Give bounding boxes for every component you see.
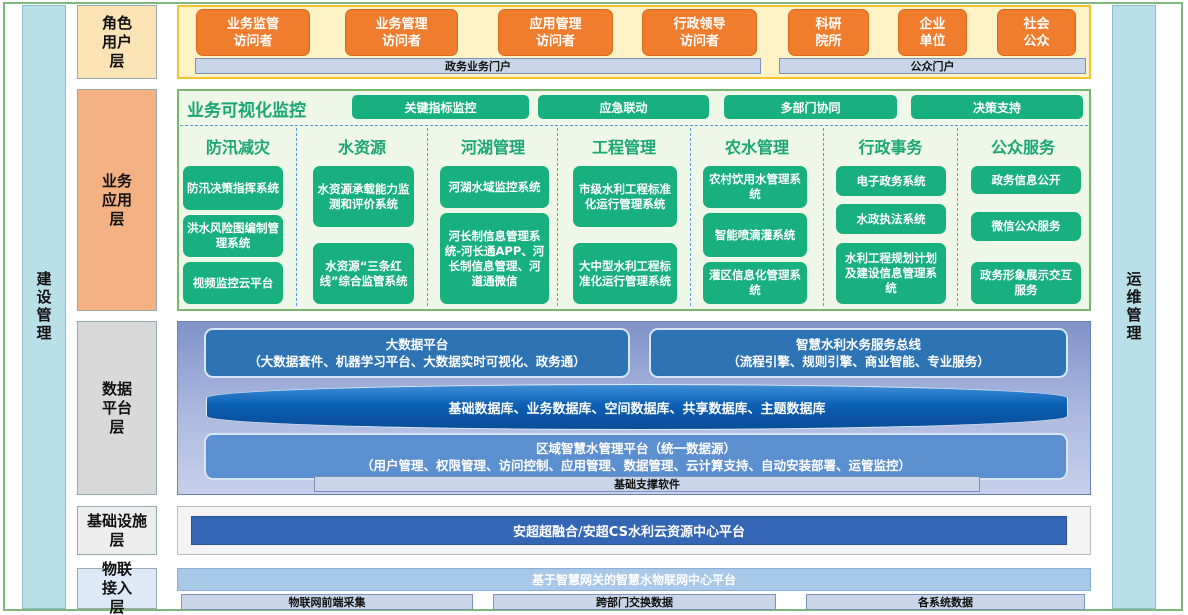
role-business-supervision: 业务监管访问者 — [196, 9, 310, 56]
iot-source-systems: 各系统数据 — [806, 594, 1085, 610]
role-public: 社会公众 — [997, 9, 1076, 56]
system-river-chief: 河长制信息管理系统-河长通APP、河长制信息管理、河道通微信 — [440, 213, 549, 304]
column-title-engineering: 工程管理 — [591, 138, 656, 157]
tab-key-indicators: 关键指标监控 — [352, 95, 529, 119]
service-wechat-public: 微信公众服务 — [971, 212, 1081, 241]
visual-monitoring-title: 业务可视化监控 — [187, 100, 306, 121]
public-portal: 公众门户 — [779, 58, 1086, 74]
system-smart-irrigation: 智能喷滴灌系统 — [703, 213, 807, 257]
system-rural-drinking-water: 农村饮用水管理系统 — [703, 166, 807, 208]
column-title-administration: 行政事务 — [858, 138, 923, 157]
service-bus: 智慧水利水务服务总线 （流程引擎、规则引擎、商业智能、专业服务） — [649, 328, 1068, 378]
column-separator — [296, 128, 297, 306]
operations-management-label: 运维管理 — [1124, 271, 1143, 343]
basic-support-software: 基础支撑软件 — [314, 476, 980, 492]
infra-layer-label: 基础设施层 — [77, 506, 157, 555]
column-title-flood: 防汛减灾 — [205, 138, 270, 157]
column-separator — [690, 128, 691, 306]
government-portal: 政务业务门户 — [195, 58, 761, 74]
role-layer-label: 角色用户层 — [77, 5, 157, 79]
column-separator — [957, 128, 958, 306]
operations-management-bar: 运维管理 — [1112, 5, 1156, 609]
monitor-divider — [180, 125, 1088, 126]
construction-management-label: 建设管理 — [34, 271, 53, 343]
service-image-display: 政务形象展示交互服务 — [971, 262, 1081, 304]
construction-management-bar: 建设管理 — [22, 5, 66, 609]
column-separator — [557, 128, 558, 306]
system-three-red-lines: 水资源“三条红线”综合监管系统 — [313, 243, 414, 304]
iot-source-frontend: 物联网前端采集 — [181, 594, 473, 610]
column-separator — [823, 128, 824, 306]
role-application-management: 应用管理访问者 — [498, 9, 613, 56]
system-engineering-planning: 水利工程规划计划及建设信息管理系统 — [836, 243, 946, 304]
iot-source-cross-department: 跨部门交换数据 — [493, 594, 776, 610]
system-irrigation-district: 灌区信息化管理系统 — [703, 262, 807, 304]
iot-layer-label: 物联接入层 — [77, 560, 157, 615]
tab-decision-support: 决策支持 — [911, 95, 1083, 119]
system-river-monitoring: 河湖水域监控系统 — [440, 166, 549, 208]
system-large-engineering: 大中型水利工程标准化运行管理系统 — [573, 243, 677, 304]
tab-multi-department: 多部门协同 — [724, 95, 897, 119]
role-enterprise: 企业单位 — [898, 9, 967, 56]
role-research-institute: 科研院所 — [788, 9, 869, 56]
iot-center-platform: 基于智慧网关的智慧水物联网中心平台 — [177, 568, 1091, 591]
column-title-water-resources: 水资源 — [337, 138, 386, 157]
column-title-river-lake: 河湖管理 — [460, 138, 525, 157]
system-video-surveillance: 视频监控云平台 — [183, 262, 283, 304]
system-water-capacity: 水资源承载能力监测和评价系统 — [313, 166, 414, 227]
cloud-resource-platform: 安超超融合/安超CS水利云资源中心平台 — [191, 516, 1067, 545]
system-flood-decision: 防汛决策指挥系统 — [183, 166, 283, 210]
regional-water-platform: 区域智慧水管理平台（统一数据源） （用户管理、权限管理、访问控制、应用管理、数据… — [204, 433, 1068, 480]
system-flood-risk-map: 洪水风险图编制管理系统 — [183, 215, 283, 257]
role-business-management: 业务管理访问者 — [345, 9, 458, 56]
role-administrative-leader: 行政领导访问者 — [642, 9, 757, 56]
service-info-disclosure: 政务信息公开 — [971, 166, 1081, 194]
app-layer-label: 业务应用层 — [77, 89, 157, 311]
column-title-public-service: 公众服务 — [990, 138, 1055, 157]
database-cylinder: 基础数据库、业务数据库、空间数据库、共享数据库、主题数据库 — [206, 384, 1068, 430]
outer-frame — [3, 2, 1183, 611]
column-separator — [427, 128, 428, 306]
data-layer-label: 数据平台层 — [77, 321, 157, 495]
system-city-engineering: 市级水利工程标准化运行管理系统 — [573, 166, 677, 227]
column-title-agriculture-water: 农水管理 — [724, 138, 789, 157]
system-e-government: 电子政务系统 — [836, 166, 946, 196]
big-data-platform: 大数据平台 （大数据套件、机器学习平台、大数据实时可视化、政务通） — [204, 328, 630, 378]
tab-emergency-linkage: 应急联动 — [538, 95, 709, 119]
system-water-law-enforcement: 水政执法系统 — [836, 204, 946, 234]
